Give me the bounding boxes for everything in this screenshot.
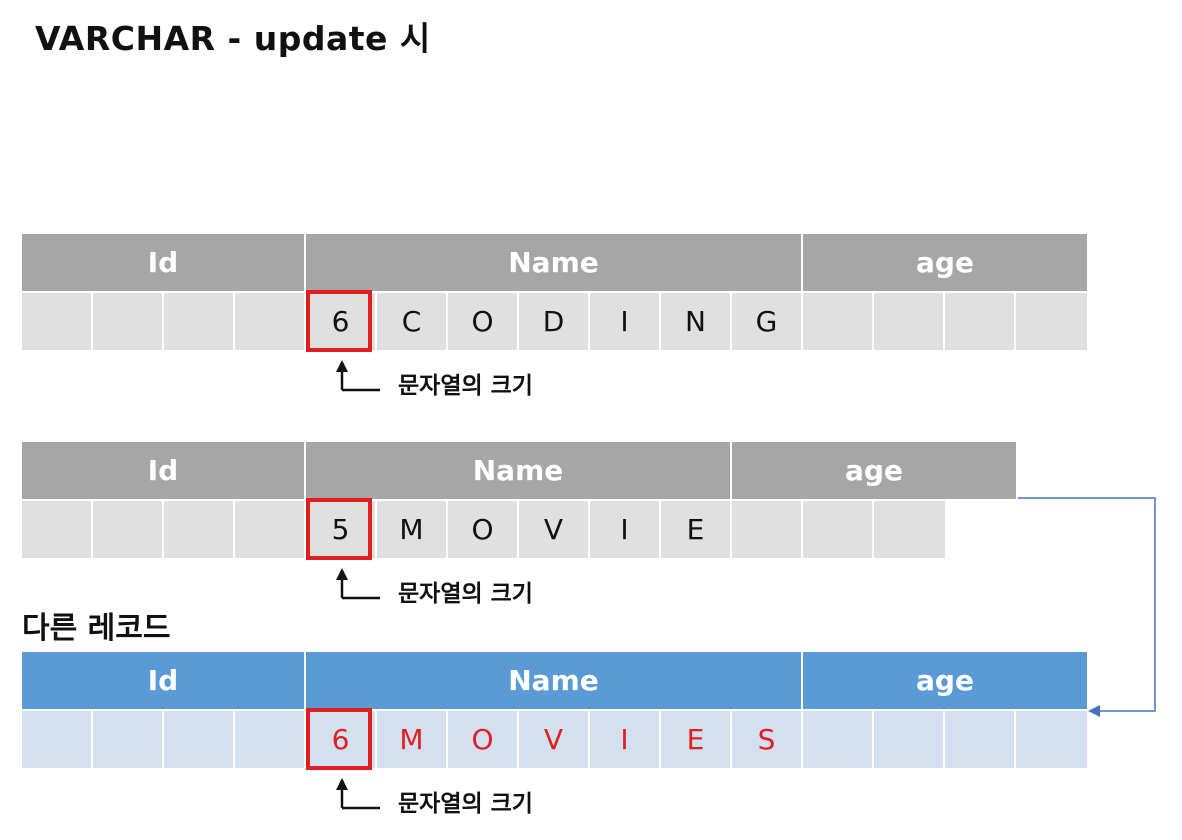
connector-line [1018, 497, 1156, 712]
left-arrow-icon [1088, 705, 1100, 717]
char-cell: I [590, 501, 661, 558]
char-cell: E [661, 711, 732, 768]
table3-header: Id Name age [22, 652, 1087, 709]
char-cell: E [661, 501, 732, 558]
id-header: Id [22, 234, 306, 291]
up-arrow-icon [336, 360, 380, 392]
char-cell: M [377, 501, 448, 558]
char-cell: 5 [306, 501, 377, 558]
id-header: Id [22, 652, 306, 709]
table2-size-annotation: 문자열의 크기 [336, 568, 570, 608]
empty-cell [22, 293, 93, 350]
char-cell: 6 [306, 293, 377, 350]
table3-size-annotation: 문자열의 크기 [336, 778, 570, 818]
name-header: Name [306, 442, 732, 499]
empty-cell [164, 293, 235, 350]
size-annotation-text: 문자열의 크기 [398, 373, 533, 399]
char-cell: V [519, 501, 590, 558]
empty-cell [235, 501, 306, 558]
empty-cell [803, 501, 874, 558]
char-cell: O [448, 501, 519, 558]
empty-cell [235, 711, 306, 768]
empty-cell [164, 711, 235, 768]
char-cell: O [448, 293, 519, 350]
empty-cell [93, 501, 164, 558]
age-header: age [732, 442, 1016, 499]
char-cell: V [519, 711, 590, 768]
char-cell: D [519, 293, 590, 350]
empty-cell [803, 293, 874, 350]
table1-size-annotation: 문자열의 크기 [336, 360, 570, 400]
age-header: age [803, 234, 1087, 291]
id-header: Id [22, 442, 306, 499]
table1-header: Id Name age [22, 234, 1087, 291]
char-cell: S [732, 711, 803, 768]
slide-title: VARCHAR - update 시 [35, 19, 431, 58]
empty-cell [874, 293, 945, 350]
char-cell: O [448, 711, 519, 768]
up-arrow-icon [336, 568, 380, 600]
size-annotation-text: 문자열의 크기 [398, 581, 533, 607]
name-header: Name [306, 234, 803, 291]
empty-cell [235, 293, 306, 350]
char-cell: G [732, 293, 803, 350]
empty-cell [22, 501, 93, 558]
empty-cell [22, 711, 93, 768]
empty-cell [874, 711, 945, 768]
empty-cell [945, 711, 1016, 768]
empty-cell [164, 501, 235, 558]
empty-cell [732, 501, 803, 558]
empty-cell [93, 711, 164, 768]
empty-cell [93, 293, 164, 350]
char-cell: N [661, 293, 732, 350]
char-cell: M [377, 711, 448, 768]
age-header: age [803, 652, 1087, 709]
other-record-label: 다른 레코드 [22, 611, 171, 646]
up-arrow-icon [336, 778, 380, 810]
empty-cell [945, 293, 1016, 350]
name-header: Name [306, 652, 803, 709]
char-cell: C [377, 293, 448, 350]
char-cell: I [590, 293, 661, 350]
table2-header: Id Name age [22, 442, 1016, 499]
char-cell: I [590, 711, 661, 768]
char-cell: 6 [306, 711, 377, 768]
empty-cell [803, 711, 874, 768]
size-annotation-text: 문자열의 크기 [398, 791, 533, 817]
